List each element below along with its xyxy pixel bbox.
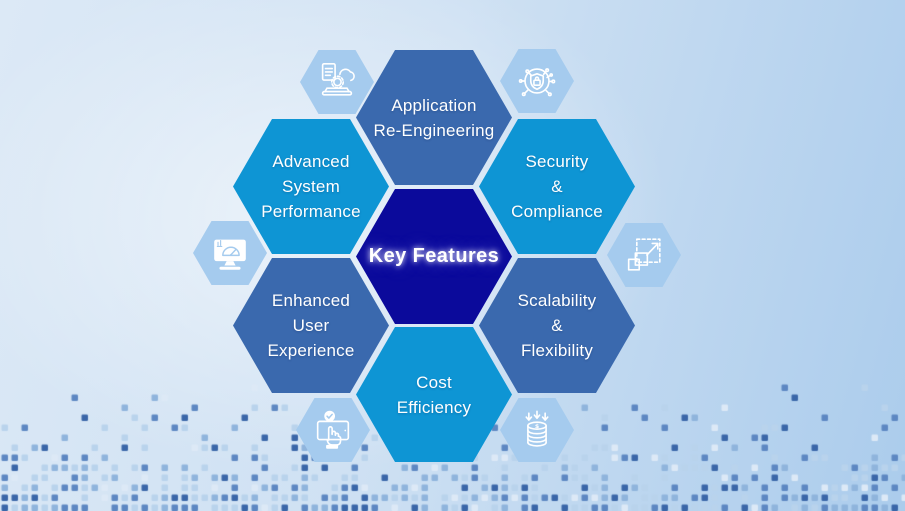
icon-hexagon-security xyxy=(500,49,574,113)
feature-line: & xyxy=(551,316,563,335)
hexagon-cost-efficiency: Cost Efficiency xyxy=(356,327,512,462)
hexagon-scalability-flexibility: Scalability & Flexibility xyxy=(479,258,635,393)
scalability-expand-icon xyxy=(627,238,661,271)
hexagon-key-features-center: Key Features xyxy=(356,189,512,324)
cost-efficiency-coins-icon: $ xyxy=(525,410,549,447)
feature-line: System xyxy=(282,177,340,196)
feature-label-advanced-system-performance: Advanced System Performance xyxy=(261,149,361,224)
hexagon-enhanced-user-experience: Enhanced User Experience xyxy=(233,258,389,393)
system-performance-gauge-icon xyxy=(214,239,246,270)
feature-label-scalability-flexibility: Scalability & Flexibility xyxy=(518,288,597,363)
center-title: Key Features xyxy=(368,245,500,267)
hexagon-application-reengineering: Application Re-Engineering xyxy=(356,50,512,185)
feature-label-application-reengineering: Application Re-Engineering xyxy=(374,93,495,143)
icon-hexagon-scalability xyxy=(607,223,681,287)
icon-hexagon-reengineering xyxy=(300,50,374,114)
hexagon-advanced-system-performance: Advanced System Performance xyxy=(233,119,389,254)
feature-line: Enhanced xyxy=(271,291,351,310)
feature-line: Security xyxy=(525,152,589,171)
user-experience-touch-icon xyxy=(316,410,350,449)
feature-label-cost-efficiency: Cost Efficiency xyxy=(397,370,471,420)
icon-hexagon-performance xyxy=(193,221,267,285)
feature-line: Application xyxy=(391,95,477,115)
feature-line: Flexibility xyxy=(520,341,594,360)
feature-line: Efficiency xyxy=(396,397,472,417)
feature-line: Scalability xyxy=(517,291,597,310)
feature-line: & xyxy=(551,177,563,196)
app-reengineering-icon xyxy=(321,62,355,96)
svg-text:$: $ xyxy=(535,423,539,430)
feature-line: Re-Engineering xyxy=(373,120,495,140)
feature-line: Compliance xyxy=(511,202,603,221)
feature-line: Advanced xyxy=(272,152,350,171)
feature-label-enhanced-user-experience: Enhanced User Experience xyxy=(267,288,354,363)
feature-line: Cost xyxy=(416,372,452,392)
icon-hexagon-user-experience xyxy=(296,398,370,462)
hexagon-security-compliance: Security & Compliance xyxy=(479,119,635,254)
feature-line: Performance xyxy=(261,202,361,221)
feature-label-security-compliance: Security & Compliance xyxy=(511,149,603,224)
ai-security-icon xyxy=(518,68,556,97)
feature-line: Experience xyxy=(267,341,355,360)
feature-line: User xyxy=(292,316,330,335)
